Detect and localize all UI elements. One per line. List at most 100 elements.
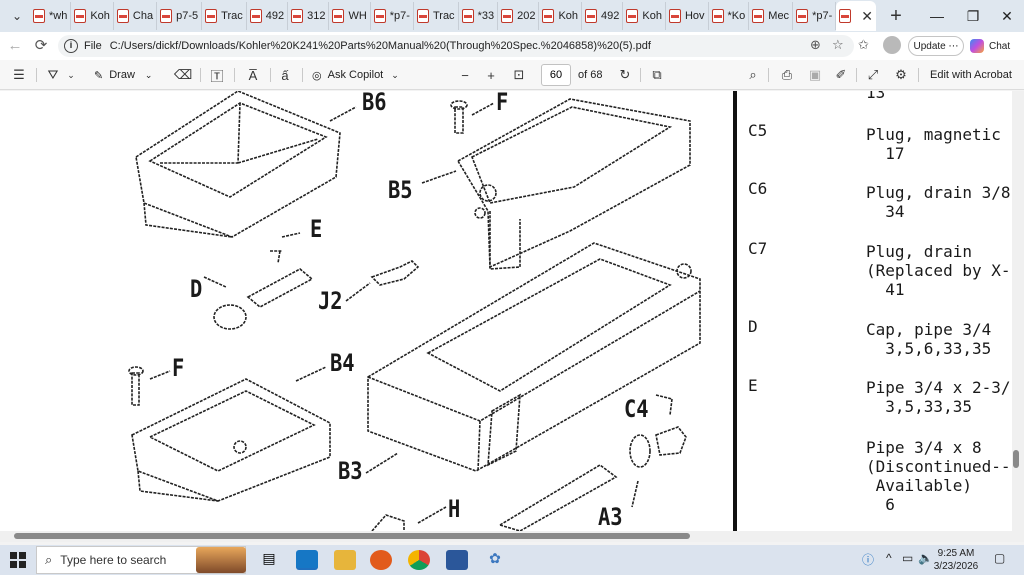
pdf-icon (585, 9, 598, 23)
favorites-icon[interactable]: ✩ (858, 37, 869, 52)
new-tab-button[interactable]: + (890, 4, 902, 27)
chevron-down-icon[interactable]: ⌄ (67, 69, 75, 80)
tab-6[interactable]: 312 (288, 2, 330, 30)
ask-copilot-button[interactable]: ◎Ask Copilot⌄ (312, 66, 399, 84)
tab-8[interactable]: *p7- (371, 2, 414, 30)
rotate-icon[interactable]: ↻ (619, 67, 631, 82)
word-icon[interactable] (446, 550, 468, 570)
file-explorer-icon[interactable] (334, 550, 356, 570)
save-as-icon[interactable]: ✐ (835, 67, 847, 82)
vertical-scroll-thumb[interactable] (1013, 450, 1019, 468)
tab-7[interactable]: WH (329, 2, 371, 30)
update-label: Update (913, 40, 946, 52)
info-icon[interactable]: i (64, 39, 78, 53)
battery-icon[interactable]: ▭ (902, 551, 914, 565)
tab-strip: ⌄ *wh Koh Cha p7-5 Trac 492 312 WH *p7- … (0, 0, 1024, 32)
tab-label: *p7- (389, 10, 410, 22)
page-number-input[interactable]: 60 (541, 64, 571, 86)
text-box-icon[interactable]: 🅃 (210, 68, 224, 84)
back-arrow-icon[interactable]: ← (7, 37, 23, 54)
zoom-out-icon[interactable]: − (461, 67, 469, 83)
translate-icon[interactable]: ấ (281, 67, 289, 83)
close-window-button[interactable]: ✕ (1001, 7, 1013, 24)
network-app-icon[interactable]: ✿ (489, 550, 501, 566)
vertical-scrollbar[interactable] (1012, 91, 1024, 531)
help-icon[interactable]: ⓘ (862, 553, 875, 567)
horizontal-scroll-thumb[interactable] (14, 533, 690, 539)
diagram-label-b6: B6 (362, 91, 387, 116)
pdf-viewport[interactable]: B6 F B5 E D J2 F B4 C4 B3 H A3 C5 C6 C7 … (0, 91, 1024, 531)
profile-avatar[interactable] (883, 36, 901, 54)
tab-11[interactable]: 202 (498, 2, 540, 30)
contents-icon[interactable]: ☰ (13, 67, 25, 82)
zoom-icon[interactable]: ⊕ (810, 37, 821, 52)
tab-2[interactable]: Cha (114, 2, 158, 30)
toolbar-separator (36, 68, 37, 82)
tab-label: *p7- (812, 10, 833, 22)
tab-active[interactable]: ✕ (836, 1, 876, 31)
edit-with-acrobat-button[interactable]: Edit with Acrobat (930, 69, 1012, 81)
tab-12[interactable]: Koh (539, 2, 583, 30)
read-aloud-icon[interactable]: A̅ (248, 67, 258, 83)
chrome-icon[interactable] (408, 550, 430, 570)
tab-3[interactable]: p7-5 (157, 2, 203, 30)
search-highlight-image[interactable] (196, 547, 246, 573)
save-icon[interactable]: ▣ (808, 67, 822, 82)
tab-search-dropdown[interactable]: ⌄ (11, 9, 23, 23)
zoom-in-icon[interactable]: + (487, 67, 495, 83)
task-view-icon[interactable]: ▤ (262, 550, 276, 566)
search-icon[interactable]: ⌕ (749, 67, 757, 82)
ask-copilot-label: Ask Copilot (327, 69, 384, 81)
part-code: C5 (748, 121, 768, 140)
pdf-icon (416, 9, 429, 23)
address-bar[interactable]: i File C:/Users/dickf/Downloads/Kohler%2… (58, 35, 854, 57)
page-view-icon[interactable]: ⧉ (652, 67, 662, 82)
minimize-button[interactable]: — (930, 8, 944, 24)
settings-gear-icon[interactable]: ⚙ (895, 67, 907, 82)
tab-0[interactable]: *wh (30, 2, 72, 30)
windows-start-icon[interactable] (10, 552, 26, 568)
tab-13[interactable]: 492 (582, 2, 624, 30)
tab-close-icon[interactable]: ✕ (861, 7, 873, 24)
tab-9[interactable]: Trac (414, 2, 459, 30)
tab-17[interactable]: Mec (749, 2, 794, 30)
pdf-icon (626, 9, 639, 23)
tab-10[interactable]: *33 (459, 2, 499, 30)
notifications-icon[interactable]: ▢ (994, 551, 1006, 565)
tab-label: 492 (265, 10, 285, 22)
firefox-icon[interactable] (370, 550, 392, 570)
url-text[interactable]: C:/Users/dickf/Downloads/Kohler%20K241%2… (109, 40, 651, 52)
show-hidden-icons-chevron[interactable]: ^ (886, 551, 892, 565)
restore-button[interactable]: ❐ (966, 7, 980, 24)
tab-16[interactable]: *Ko (709, 2, 750, 30)
tab-label: *Ko (727, 10, 746, 22)
tab-18[interactable]: *p7- (793, 2, 837, 30)
fit-page-icon[interactable]: ⊡ (513, 67, 525, 82)
part-code: C6 (748, 179, 768, 198)
part-code: E (748, 376, 758, 395)
fullscreen-icon[interactable]: ⤢ (867, 67, 879, 82)
tab-1[interactable]: Koh (71, 2, 114, 30)
volume-icon[interactable]: 🔈 (918, 551, 933, 565)
diagram-label-f-top: F (496, 91, 509, 116)
print-icon[interactable]: ⎙ (781, 67, 793, 82)
tab-15[interactable]: Hov (666, 2, 709, 30)
tab-4[interactable]: Trac (202, 2, 247, 30)
tab-label: Koh (90, 10, 110, 22)
toolbar-separator (768, 68, 769, 82)
pdf-icon (205, 9, 218, 23)
refresh-icon[interactable]: ⟳ (34, 37, 48, 54)
eraser-icon[interactable]: ⌫ (173, 67, 193, 82)
highlight-icon[interactable]: ⛛ (47, 67, 59, 82)
part-description: Pipe 3/4 x 8 (Discontinued-- Available) … (866, 438, 1011, 514)
draw-button[interactable]: ✎Draw⌄ (94, 66, 152, 84)
edge-browser-icon[interactable] (296, 550, 318, 570)
tab-5[interactable]: 492 (247, 2, 289, 30)
tab-label: 312 (307, 10, 326, 22)
tab-14[interactable]: Koh (623, 2, 666, 30)
taskbar-clock[interactable]: 9:25 AM 3/23/2026 (924, 547, 988, 573)
favorite-star-icon[interactable]: ☆ (832, 37, 844, 52)
update-button[interactable]: Update ⋯ (908, 36, 964, 56)
toolbar-separator (640, 68, 641, 82)
copilot-chat-button[interactable]: Chat (970, 36, 1020, 56)
